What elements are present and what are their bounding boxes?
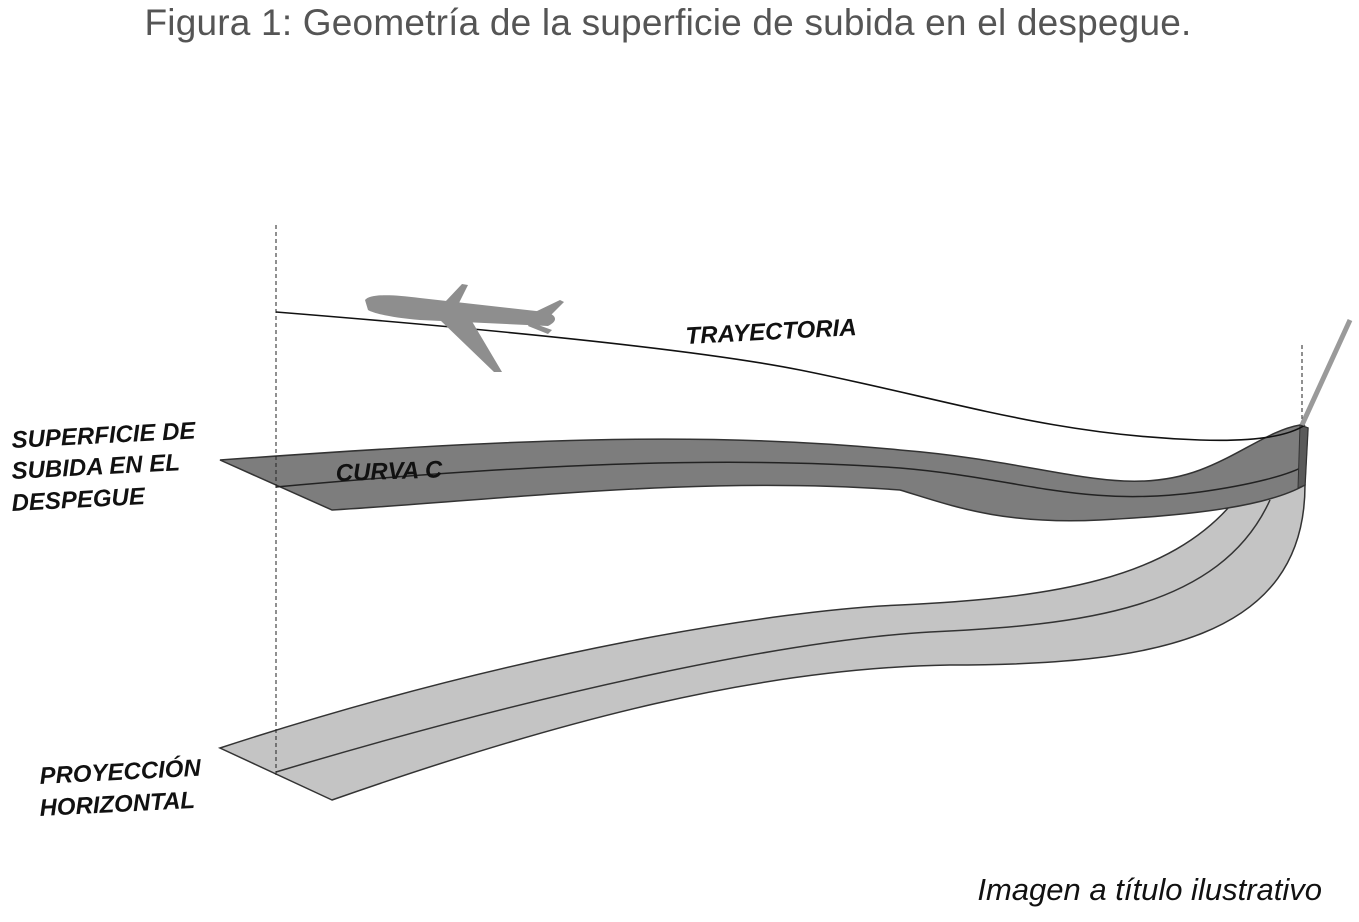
- airplane-icon: [365, 284, 564, 372]
- image-credit: Imagen a título ilustrativo: [977, 872, 1322, 907]
- climb-out-line: [1299, 318, 1353, 427]
- figure-title: Figura 1: Geometría de la superficie de …: [144, 2, 1192, 43]
- trajectory-line: [275, 311, 1306, 442]
- curve-label: CURVA C: [335, 456, 443, 487]
- surface-label-line1: SUPERFICIE DE: [11, 417, 197, 454]
- surface-label-line3: DESPEGUE: [11, 483, 147, 517]
- surface-label-line2: SUBIDA EN EL: [11, 449, 181, 485]
- projection-label-line2: HORIZONTAL: [39, 787, 196, 822]
- trajectory-label: TRAYECTORIA: [685, 314, 857, 350]
- climb-surface: [219, 424, 1309, 522]
- projection-label-line1: PROYECCIÓN: [39, 754, 202, 790]
- horizontal-projection: [217, 484, 1306, 801]
